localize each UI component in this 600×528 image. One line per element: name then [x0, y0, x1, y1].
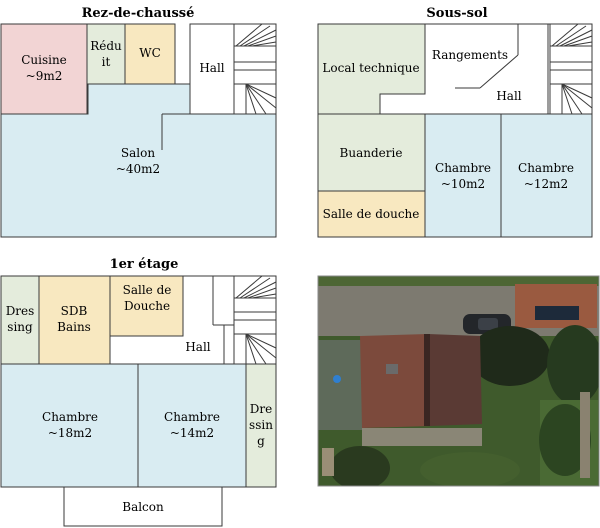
- cuisine-label: Cuisine: [21, 53, 67, 67]
- salle-de-douche-first-label-line1: Salle de: [123, 283, 172, 297]
- hall-room: [189, 23, 235, 115]
- dressing-right-room: [245, 363, 277, 488]
- chambre-10-label: Chambre: [435, 161, 491, 175]
- chambre-12-room: [500, 113, 593, 238]
- wc-room: [124, 23, 176, 85]
- first-floor-title: 1er étage: [110, 257, 179, 272]
- dressing-right-label-line2: ssin: [249, 418, 273, 432]
- chambre-18-room: [0, 363, 139, 488]
- buanderie-label: Buanderie: [340, 146, 403, 160]
- dressing-left-label-line2: sing: [7, 320, 33, 334]
- reduit-label-line1: Rédu: [90, 39, 122, 53]
- ground-floor-title: Rez-de-chaussé: [82, 6, 195, 21]
- chambre-14-area: ~14m2: [170, 426, 214, 440]
- cuisine-area: ~9m2: [26, 69, 63, 83]
- reduit-label-line2: it: [102, 55, 111, 69]
- aerial-photo: [317, 275, 600, 487]
- hall-label: Hall: [199, 61, 224, 75]
- chambre-18-area: ~18m2: [48, 426, 92, 440]
- cuisine-room: [0, 23, 88, 115]
- sdb-bains-label-line2: Bains: [57, 320, 91, 334]
- sdb-bains-room: [38, 275, 111, 365]
- house-roof: [360, 334, 430, 428]
- local-technique-label: Local technique: [322, 61, 419, 75]
- chambre-12-area: ~12m2: [524, 177, 568, 191]
- basement-stairs: [549, 23, 593, 115]
- salle-de-douche-first-room: [109, 275, 184, 337]
- balcon-label: Balcon: [122, 500, 164, 514]
- ground-floor-plan: Rez-de-chaussé: [0, 6, 277, 238]
- dressing-left-room: [0, 275, 40, 365]
- chambre-14-room: [137, 363, 247, 488]
- reduit-room: [86, 23, 126, 85]
- first-floor-hall-label: Hall: [185, 340, 210, 354]
- basement-title: Sous-sol: [426, 6, 487, 21]
- dressing-left-label-line1: Dres: [6, 304, 35, 318]
- chambre-18-label: Chambre: [42, 410, 98, 424]
- salle-de-douche-first-label-line2: Douche: [124, 299, 170, 313]
- sdb-bains-label-line1: SDB: [61, 304, 88, 318]
- first-floor-stairs: [233, 275, 277, 365]
- salon-label: Salon: [121, 146, 155, 160]
- rangements-label: Rangements: [432, 48, 508, 62]
- salle-de-douche-label: Salle de douche: [323, 207, 420, 221]
- basement-plan: Sous-sol: [317, 6, 593, 238]
- ground-stairs: [233, 23, 277, 115]
- chambre-10-area: ~10m2: [441, 177, 485, 191]
- wc-label: WC: [139, 46, 161, 60]
- chambre-12-label: Chambre: [518, 161, 574, 175]
- salon-area: ~40m2: [116, 162, 160, 176]
- dressing-right-label-line3: g: [257, 434, 265, 448]
- basement-hall-label: Hall: [496, 89, 521, 103]
- dressing-right-label-line1: Dre: [250, 402, 272, 416]
- chambre-14-label: Chambre: [164, 410, 220, 424]
- buanderie-room: [317, 113, 426, 192]
- first-floor-plan: 1er étage: [0, 257, 277, 527]
- balcon-room: [63, 486, 223, 527]
- chambre-10-room: [424, 113, 502, 238]
